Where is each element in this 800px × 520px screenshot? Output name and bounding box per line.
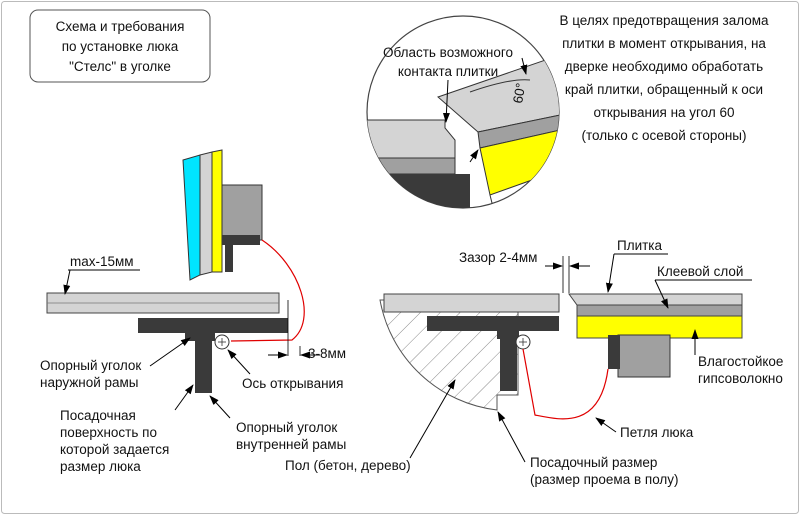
title-box bbox=[29, 9, 211, 83]
right-assembly bbox=[379, 293, 743, 420]
svg-text:плитки в момент открывания, на: плитки в момент открывания, на bbox=[562, 36, 766, 51]
title-line: Схема и требования bbox=[56, 19, 185, 34]
label-gvl: Влагостойкое bbox=[698, 354, 783, 369]
outer-frame-angle bbox=[138, 318, 288, 333]
label-inner-angle: внутренней рамы bbox=[236, 437, 346, 452]
label-seat: размер люка bbox=[60, 459, 141, 474]
label-outer-angle: Опорный уголок bbox=[40, 358, 141, 373]
label-gap38: 3-8мм bbox=[308, 346, 346, 361]
inner-frame-angle bbox=[195, 333, 212, 393]
hinge-curve bbox=[522, 348, 609, 420]
label-fit: (размер проема в полу) bbox=[530, 472, 679, 487]
hinge-curve bbox=[230, 239, 305, 342]
title-line: по установке люка bbox=[62, 39, 179, 54]
label-tile: Плитка bbox=[617, 238, 663, 253]
label-seat: которой задается bbox=[60, 442, 169, 457]
contact-label: Область возможного bbox=[383, 45, 513, 60]
label-max15: max-15мм bbox=[70, 254, 134, 269]
label-seat: Посадочная bbox=[60, 408, 136, 423]
label-fit: Посадочный размер bbox=[530, 455, 657, 470]
label-axis: Ось открывания bbox=[242, 376, 343, 391]
note-text: В целях предотвращения залома плитки в м… bbox=[559, 13, 769, 143]
label-hinge: Петля люка bbox=[620, 425, 694, 440]
label-outer-angle: наружной рамы bbox=[40, 375, 139, 390]
left-assembly bbox=[46, 149, 305, 393]
contact-label: контакта плитки bbox=[398, 64, 498, 79]
label-gap24: Зазор 2-4мм bbox=[459, 250, 537, 265]
svg-text:В целях предотвращения залома: В целях предотвращения залома bbox=[559, 13, 769, 28]
label-gvl: гипсоволокно bbox=[698, 371, 783, 386]
detail-circle: 60° Область возможного контакта плитки bbox=[366, 15, 560, 209]
title-line: "Стелс" в уголке bbox=[69, 59, 171, 74]
svg-text:(только с осевой стороны): (только с осевой стороны) bbox=[581, 128, 746, 143]
label-seat: поверхность по bbox=[60, 425, 157, 440]
angle-label: 60° bbox=[510, 82, 528, 105]
svg-text:дверке необходимо обработать: дверке необходимо обработать bbox=[565, 59, 763, 74]
label-glue: Клеевой слой bbox=[657, 264, 743, 279]
label-floor: Пол (бетон, дерево) bbox=[285, 458, 411, 473]
svg-text:край плитки, обращенный к оси: край плитки, обращенный к оси bbox=[565, 82, 763, 97]
label-inner-angle: Опорный уголок bbox=[236, 420, 337, 435]
svg-text:открывания на угол 60: открывания на угол 60 bbox=[593, 105, 734, 120]
